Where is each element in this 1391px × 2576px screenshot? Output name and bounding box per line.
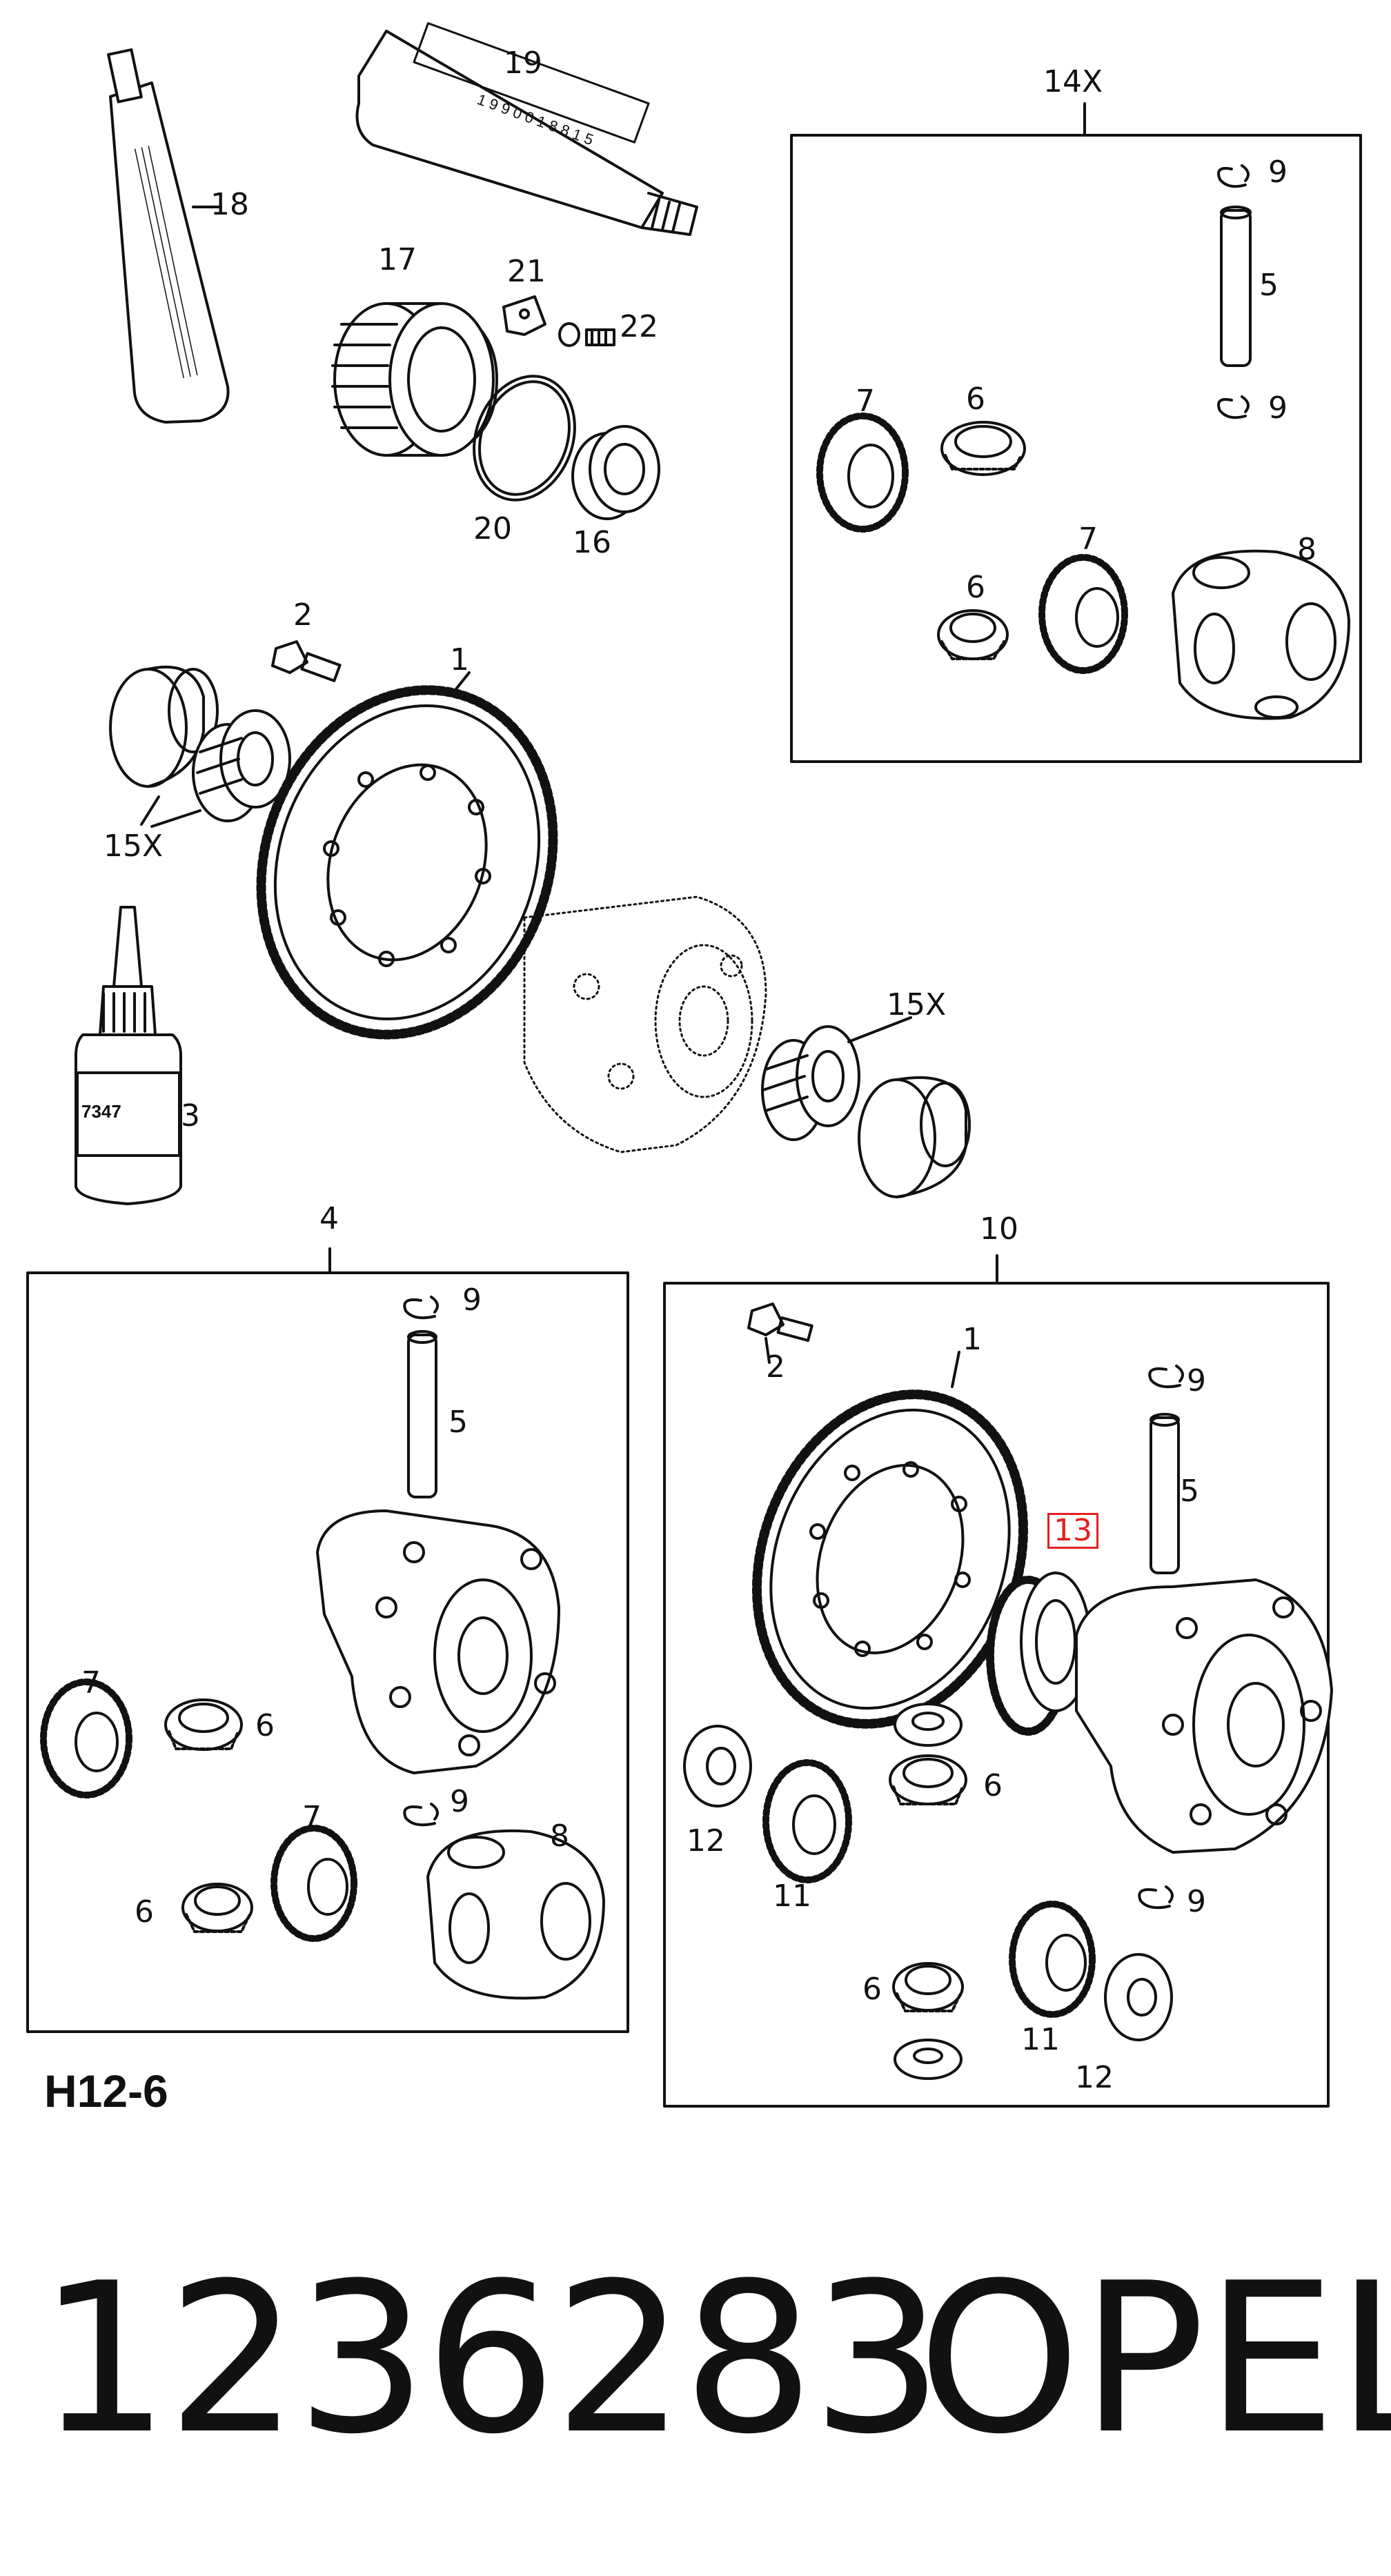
pinion-gear-icon xyxy=(940,421,1026,476)
callout-20: 20 xyxy=(473,511,512,546)
callout-box14x-7-left: 7 xyxy=(856,384,875,419)
callout-box10-11-right: 11 xyxy=(1021,2022,1060,2057)
callout-box4-6-bottom: 6 xyxy=(135,1894,154,1930)
pinion-gear-icon xyxy=(164,1698,243,1751)
thrust-washer-icon xyxy=(683,1725,752,1807)
sheet-code: H12-6 xyxy=(44,2065,168,2117)
callout-box10-9-bottom: 9 xyxy=(1187,1884,1206,1919)
thrust-washer-icon xyxy=(894,1703,963,1747)
callout-box4-8: 8 xyxy=(550,1819,569,1854)
callout-box10-1: 1 xyxy=(963,1322,982,1357)
callout-box10-6-top: 6 xyxy=(983,1768,1003,1803)
differential-case-icon xyxy=(316,1509,560,1774)
pinion-gear-icon xyxy=(889,1754,967,1805)
callout-box10-6-bottom: 6 xyxy=(862,1972,882,2007)
callout-box4-5: 5 xyxy=(448,1405,468,1440)
callout-19: 19 xyxy=(504,46,542,81)
side-gear-icon xyxy=(270,1825,357,1942)
circlip-icon xyxy=(1138,1885,1174,1910)
callout-box10-12-right: 12 xyxy=(1075,2060,1114,2095)
differential-housing-ghost-icon xyxy=(523,895,767,1153)
ring-gear-bolt-icon xyxy=(271,640,342,682)
ring-gear-icon xyxy=(256,685,558,1040)
callout-box14x-9-mid: 9 xyxy=(1268,390,1288,426)
box-14x xyxy=(790,134,1362,763)
tapered-roller-bearing-icon xyxy=(192,709,291,822)
bolt-icon xyxy=(585,328,615,346)
callout-3: 3 xyxy=(181,1098,200,1133)
callout-box14x-5: 5 xyxy=(1259,268,1279,303)
pinion-gear-icon xyxy=(937,609,1009,660)
grease-tube-icon xyxy=(107,48,230,424)
differential-case-icon xyxy=(426,1829,605,2000)
callout-17: 17 xyxy=(378,242,417,277)
speedometer-gear-icon xyxy=(986,1572,1092,1736)
callout-box4-7-right: 7 xyxy=(302,1800,322,1835)
pinion-gear-icon xyxy=(892,1962,964,2012)
callout-18: 18 xyxy=(210,187,249,222)
callout-box10-9-top: 9 xyxy=(1187,1363,1206,1398)
side-gear-icon xyxy=(1038,554,1128,674)
callout-box4-7-left: 7 xyxy=(81,1665,101,1701)
callout-box10-13-highlighted: 13 xyxy=(1047,1513,1098,1549)
oil-seal-icon xyxy=(571,425,660,520)
circlip-icon xyxy=(1148,1365,1184,1389)
callout-1: 1 xyxy=(450,642,469,677)
callout-box10-11-left: 11 xyxy=(773,1879,811,1914)
sealant-tube-icon xyxy=(355,22,698,236)
side-gear-icon xyxy=(1009,1901,1096,2018)
callout-14x: 14X xyxy=(1043,64,1103,99)
side-gear-icon xyxy=(40,1678,132,1799)
o-ring-icon xyxy=(473,375,576,502)
callout-22: 22 xyxy=(620,309,658,344)
tapered-roller-bearing-icon xyxy=(761,1025,860,1141)
callout-box4-9-mid: 9 xyxy=(450,1784,469,1819)
callout-4: 4 xyxy=(319,1201,339,1236)
callout-box14x-7-right: 7 xyxy=(1078,522,1098,557)
callout-15x-right: 15X xyxy=(887,987,947,1022)
bottle-label-text: 7347 xyxy=(81,1101,121,1122)
circlip-icon xyxy=(403,1296,439,1320)
brand-name: OPEL xyxy=(918,2239,1391,2479)
circlip-icon xyxy=(403,1803,439,1827)
bearing-cup-icon xyxy=(858,1076,971,1198)
shaft-pin-icon xyxy=(1220,206,1252,367)
speedometer-drive-gear-icon xyxy=(331,302,498,457)
washer-icon xyxy=(558,322,580,347)
differential-case-icon xyxy=(1172,549,1350,720)
callout-15x-left: 15X xyxy=(103,829,164,864)
callout-box14x-9-top: 9 xyxy=(1268,155,1288,190)
callout-21: 21 xyxy=(507,254,546,289)
part-number: 1236283 xyxy=(38,2239,943,2479)
callout-10: 10 xyxy=(980,1211,1018,1247)
callout-16: 16 xyxy=(573,525,611,560)
retaining-clip-icon xyxy=(502,295,546,336)
thrust-washer-icon xyxy=(894,2039,963,2080)
side-gear-icon xyxy=(816,413,909,533)
pinion-gear-icon xyxy=(181,1883,253,1933)
ring-gear-icon xyxy=(752,1389,1028,1729)
callout-box14x-8: 8 xyxy=(1297,532,1316,567)
callout-box10-5: 5 xyxy=(1180,1474,1199,1509)
shaft-pin-icon xyxy=(407,1330,437,1498)
circlip-icon xyxy=(1217,164,1250,188)
circlip-icon xyxy=(1217,395,1250,419)
callout-box14x-6-top: 6 xyxy=(966,382,985,417)
side-gear-icon xyxy=(762,1759,852,1883)
ring-gear-bolt-icon xyxy=(747,1302,813,1343)
callout-box14x-6-bottom: 6 xyxy=(966,570,985,605)
bearing-cup-icon xyxy=(109,665,219,788)
thrust-washer-icon xyxy=(1104,1953,1173,2041)
shaft-pin-icon xyxy=(1150,1413,1180,1574)
differential-case-icon xyxy=(1075,1578,1333,1854)
callout-box10-12-left: 12 xyxy=(687,1823,725,1859)
thread-locker-bottle-icon xyxy=(75,906,182,1205)
callout-box4-6-top: 6 xyxy=(255,1708,275,1743)
callout-box4-9-top: 9 xyxy=(462,1282,482,1318)
callout-box10-2: 2 xyxy=(766,1349,785,1385)
box-4 xyxy=(26,1271,629,2033)
callout-2: 2 xyxy=(293,597,313,633)
